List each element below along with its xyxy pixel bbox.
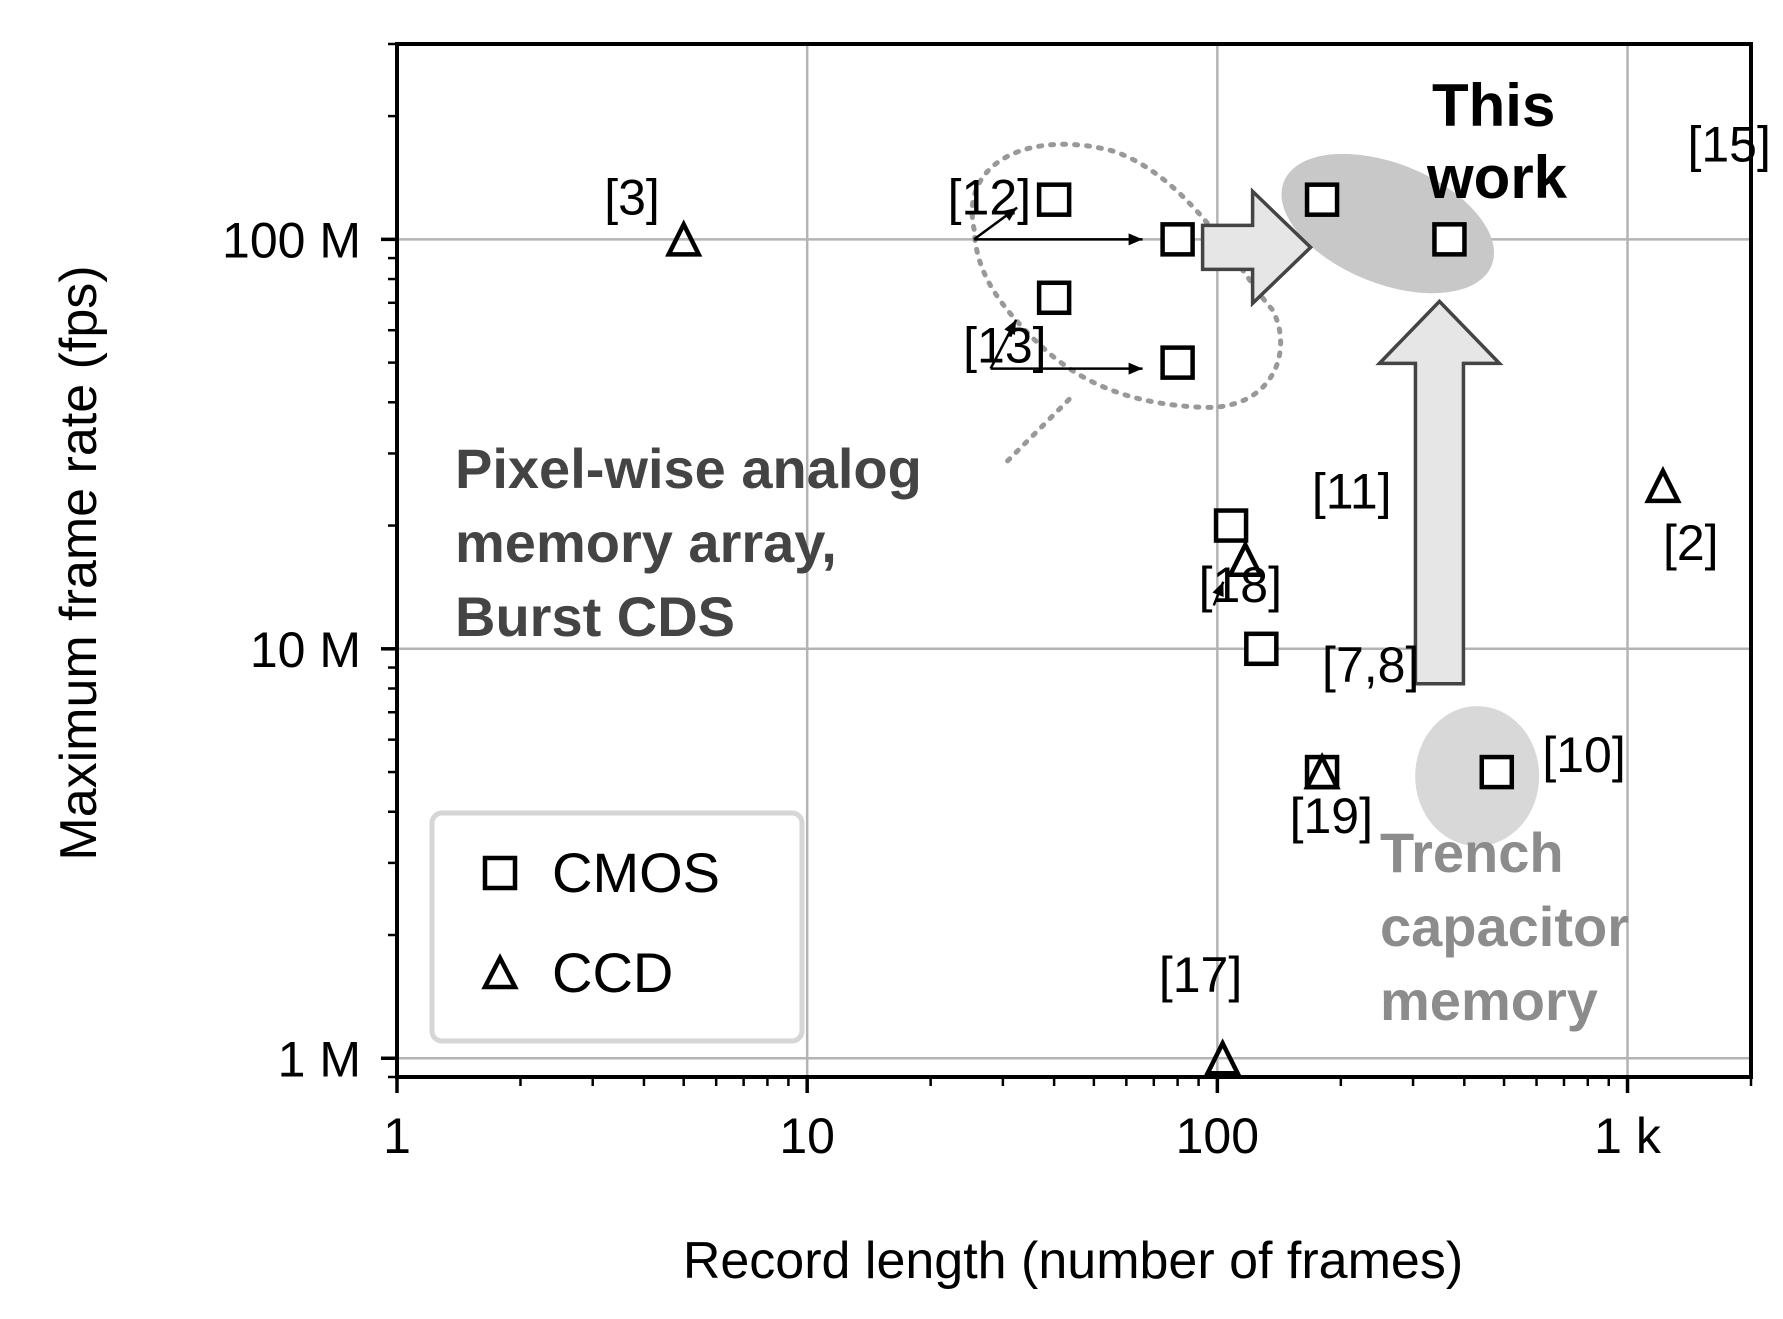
- data-points: [665, 182, 1682, 1076]
- dotted-loop: [969, 141, 1284, 410]
- pointer-12-up-head: [1002, 207, 1018, 221]
- legend-box: [429, 810, 805, 1044]
- ccd-point: [1203, 1038, 1242, 1076]
- cmos-point: [1036, 182, 1072, 217]
- annotation-trench: Trench: [1380, 821, 1564, 884]
- annotation-burst-cds: Burst CDS: [455, 585, 735, 648]
- legend: CMOS CCD: [429, 810, 805, 1044]
- cmos-point: [1213, 508, 1249, 543]
- x-axis-title: Record length (number of frames): [683, 1232, 1463, 1290]
- y-tick-label: 100 M: [222, 212, 361, 268]
- ref-label: [10]: [1542, 727, 1625, 783]
- trench-blob: [1415, 706, 1540, 847]
- legend-cmos-marker: [482, 855, 518, 891]
- ref-label: [3]: [604, 170, 660, 226]
- cmos-point: [1036, 280, 1072, 316]
- legend-cmos-label: CMOS: [552, 841, 720, 904]
- block-arrow-right: [1200, 187, 1314, 308]
- ref-label: [15]: [1687, 116, 1770, 172]
- ref-label: [17]: [1159, 947, 1242, 1003]
- ccd-point: [665, 219, 703, 257]
- annotation-capacitor: capacitor: [1380, 895, 1629, 958]
- cmos-point: [1244, 631, 1279, 667]
- reference-labels: [3] [12] [13] [15] [11] [2] [18] [7,8] [10] [19] […: [604, 116, 1771, 1003]
- annotation-memory-array: memory array,: [455, 511, 837, 574]
- y-tick-label: 1 M: [278, 1031, 361, 1087]
- ref-label: [2]: [1663, 515, 1719, 571]
- axes: 1 10 100 1 k 1 M 10 M 100 M: [222, 42, 1753, 1164]
- ref-label: [19]: [1290, 788, 1373, 844]
- pointer-13-right-head: [1128, 362, 1143, 375]
- cmos-point: [1160, 345, 1195, 380]
- ref-label: [18]: [1199, 557, 1282, 613]
- pointer-12-right-head: [1128, 233, 1143, 246]
- x-tick-label: 1 k: [1594, 1108, 1662, 1164]
- ccd-point: [1303, 752, 1341, 790]
- x-tick-label: 100: [1176, 1108, 1259, 1164]
- ref-label: [13]: [963, 318, 1046, 374]
- ref-label: [11]: [1312, 464, 1392, 520]
- legend-ccd-marker: [481, 953, 519, 990]
- pointer-13-up-head: [1004, 319, 1017, 335]
- cmos-point: [1432, 222, 1467, 257]
- annotation-work: work: [1426, 144, 1568, 211]
- x-tick-label: 1: [383, 1108, 411, 1164]
- cmos-point: [1160, 222, 1195, 257]
- y-axis-title: Maximum frame rate (fps): [50, 265, 108, 860]
- ccd-point: [1226, 539, 1264, 578]
- block-arrow-up: [1375, 298, 1504, 686]
- y-tick-label: 10 M: [250, 622, 361, 678]
- plot-frame: [395, 42, 1753, 1079]
- ref-label: [12]: [948, 170, 1031, 226]
- ccd-point: [1644, 465, 1682, 504]
- annotation-pixel-wise: Pixel-wise analog: [455, 437, 922, 500]
- x-tick-label: 10: [779, 1108, 835, 1164]
- cmos-point: [1479, 754, 1515, 790]
- dotted-leader: [1001, 396, 1072, 467]
- ref-label: [7,8]: [1322, 637, 1419, 693]
- annotation-this: This: [1432, 72, 1555, 139]
- cmos-point: [1304, 182, 1340, 217]
- legend-ccd-label: CCD: [552, 941, 673, 1004]
- pointer-18-head: [1212, 581, 1224, 597]
- annotation-memory: memory: [1380, 969, 1598, 1032]
